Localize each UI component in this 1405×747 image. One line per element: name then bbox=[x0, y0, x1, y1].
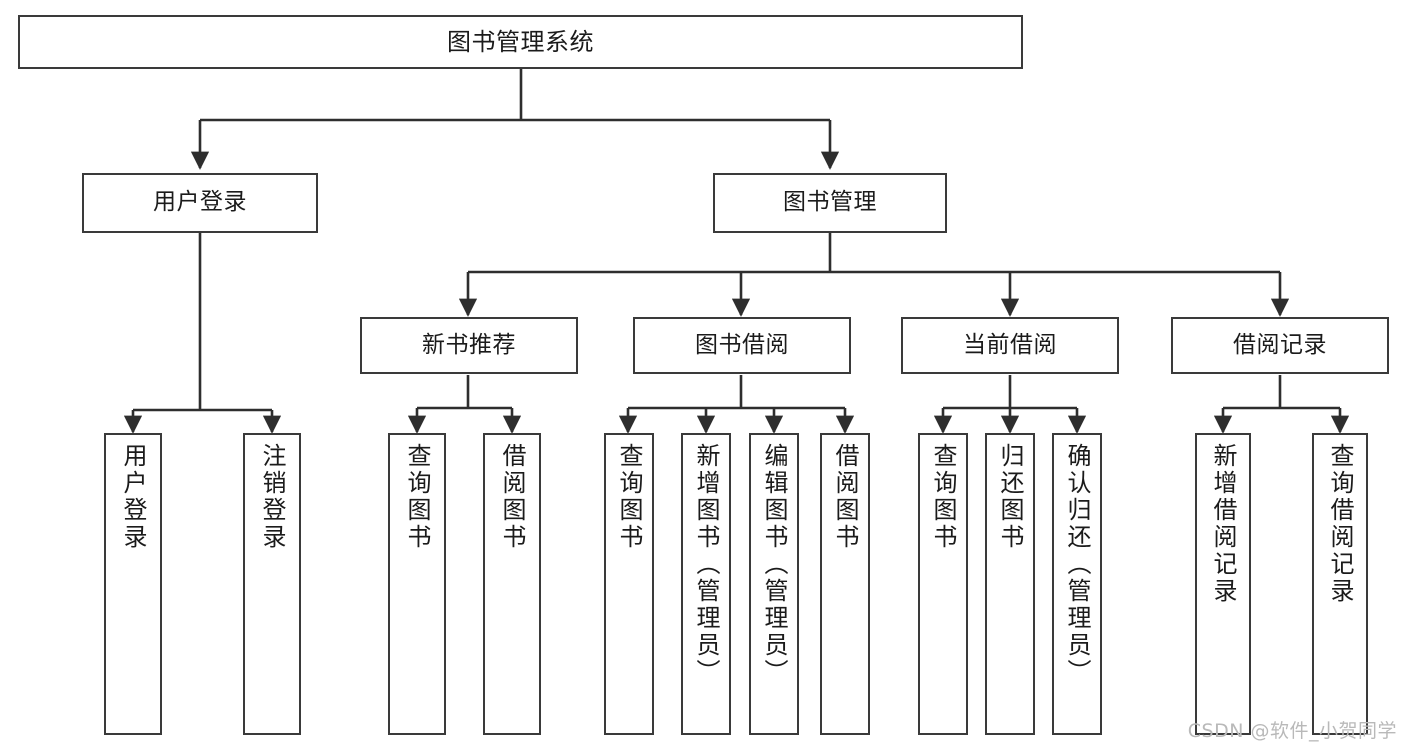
node-label: 查询图书 bbox=[615, 443, 643, 551]
node-label: 查询图书 bbox=[403, 443, 431, 551]
node-leaf-add-book[interactable]: 新增图书（管理员） bbox=[681, 433, 731, 735]
node-new-book-recommend[interactable]: 新书推荐 bbox=[360, 317, 578, 374]
node-leaf-borrow-book-2[interactable]: 借阅图书 bbox=[820, 433, 870, 735]
node-leaf-query-book-1[interactable]: 查询图书 bbox=[388, 433, 446, 735]
node-label: 图书管理系统 bbox=[447, 27, 594, 56]
node-leaf-return-book[interactable]: 归还图书 bbox=[985, 433, 1035, 735]
node-leaf-logout[interactable]: 注销登录 bbox=[243, 433, 301, 735]
node-label: 借阅记录 bbox=[1233, 331, 1327, 358]
node-book-manage[interactable]: 图书管理 bbox=[713, 173, 947, 233]
csdn-watermark: CSDN @软件_小贺同学 bbox=[1187, 720, 1397, 742]
node-root-system[interactable]: 图书管理系统 bbox=[18, 15, 1023, 69]
node-label: 新书推荐 bbox=[422, 331, 516, 358]
node-label: 确认归还（管理员） bbox=[1063, 443, 1091, 686]
node-leaf-query-record[interactable]: 查询借阅记录 bbox=[1312, 433, 1368, 735]
node-leaf-user-login[interactable]: 用户登录 bbox=[104, 433, 162, 735]
node-label: 查询图书 bbox=[929, 443, 957, 551]
node-label: 图书借阅 bbox=[695, 331, 789, 358]
node-current-borrow[interactable]: 当前借阅 bbox=[901, 317, 1119, 374]
node-label: 用户登录 bbox=[119, 443, 147, 551]
node-label: 当前借阅 bbox=[963, 331, 1057, 358]
node-label: 新增图书（管理员） bbox=[692, 443, 720, 686]
node-label: 借阅图书 bbox=[831, 443, 859, 551]
node-label: 新增借阅记录 bbox=[1209, 443, 1237, 605]
node-leaf-add-record[interactable]: 新增借阅记录 bbox=[1195, 433, 1251, 735]
node-label: 归还图书 bbox=[996, 443, 1024, 551]
node-label: 借阅图书 bbox=[498, 443, 526, 551]
node-leaf-query-book-2[interactable]: 查询图书 bbox=[604, 433, 654, 735]
node-leaf-confirm-return[interactable]: 确认归还（管理员） bbox=[1052, 433, 1102, 735]
node-label: 编辑图书（管理员） bbox=[760, 443, 788, 686]
node-borrow-record[interactable]: 借阅记录 bbox=[1171, 317, 1389, 374]
node-label: 图书管理 bbox=[783, 189, 877, 216]
node-user-login[interactable]: 用户登录 bbox=[82, 173, 318, 233]
node-leaf-borrow-book-1[interactable]: 借阅图书 bbox=[483, 433, 541, 735]
node-label: 注销登录 bbox=[258, 443, 286, 551]
node-label: 查询借阅记录 bbox=[1326, 443, 1354, 605]
node-leaf-edit-book[interactable]: 编辑图书（管理员） bbox=[749, 433, 799, 735]
node-book-borrow[interactable]: 图书借阅 bbox=[633, 317, 851, 374]
node-label: 用户登录 bbox=[153, 189, 247, 216]
node-leaf-query-book-3[interactable]: 查询图书 bbox=[918, 433, 968, 735]
